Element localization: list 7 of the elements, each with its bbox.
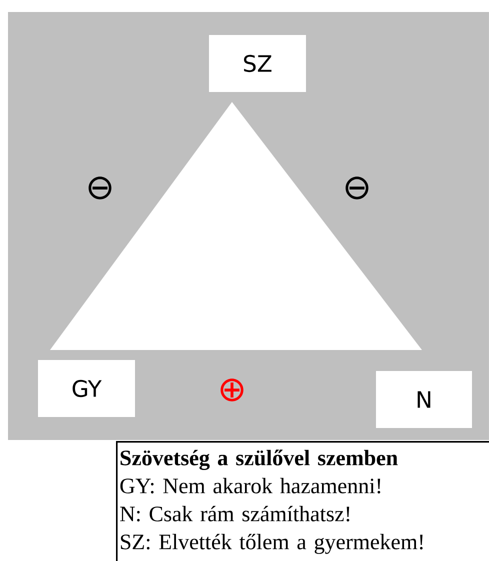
label-box: SZ	[209, 35, 306, 92]
caption-box: Szövetség a szülővel szemben GY: Nem akarok hazamenni! N: Csak rám számíthatsz! SZ: Elvették tőlem a gyermekem!	[116, 441, 489, 561]
label-box: GY	[38, 360, 135, 417]
relation-sign: ⊕	[220, 378, 244, 402]
label-box: N	[376, 371, 472, 428]
relation-sign: ⊖	[346, 176, 368, 200]
relation-sign: ⊖	[88, 176, 112, 200]
